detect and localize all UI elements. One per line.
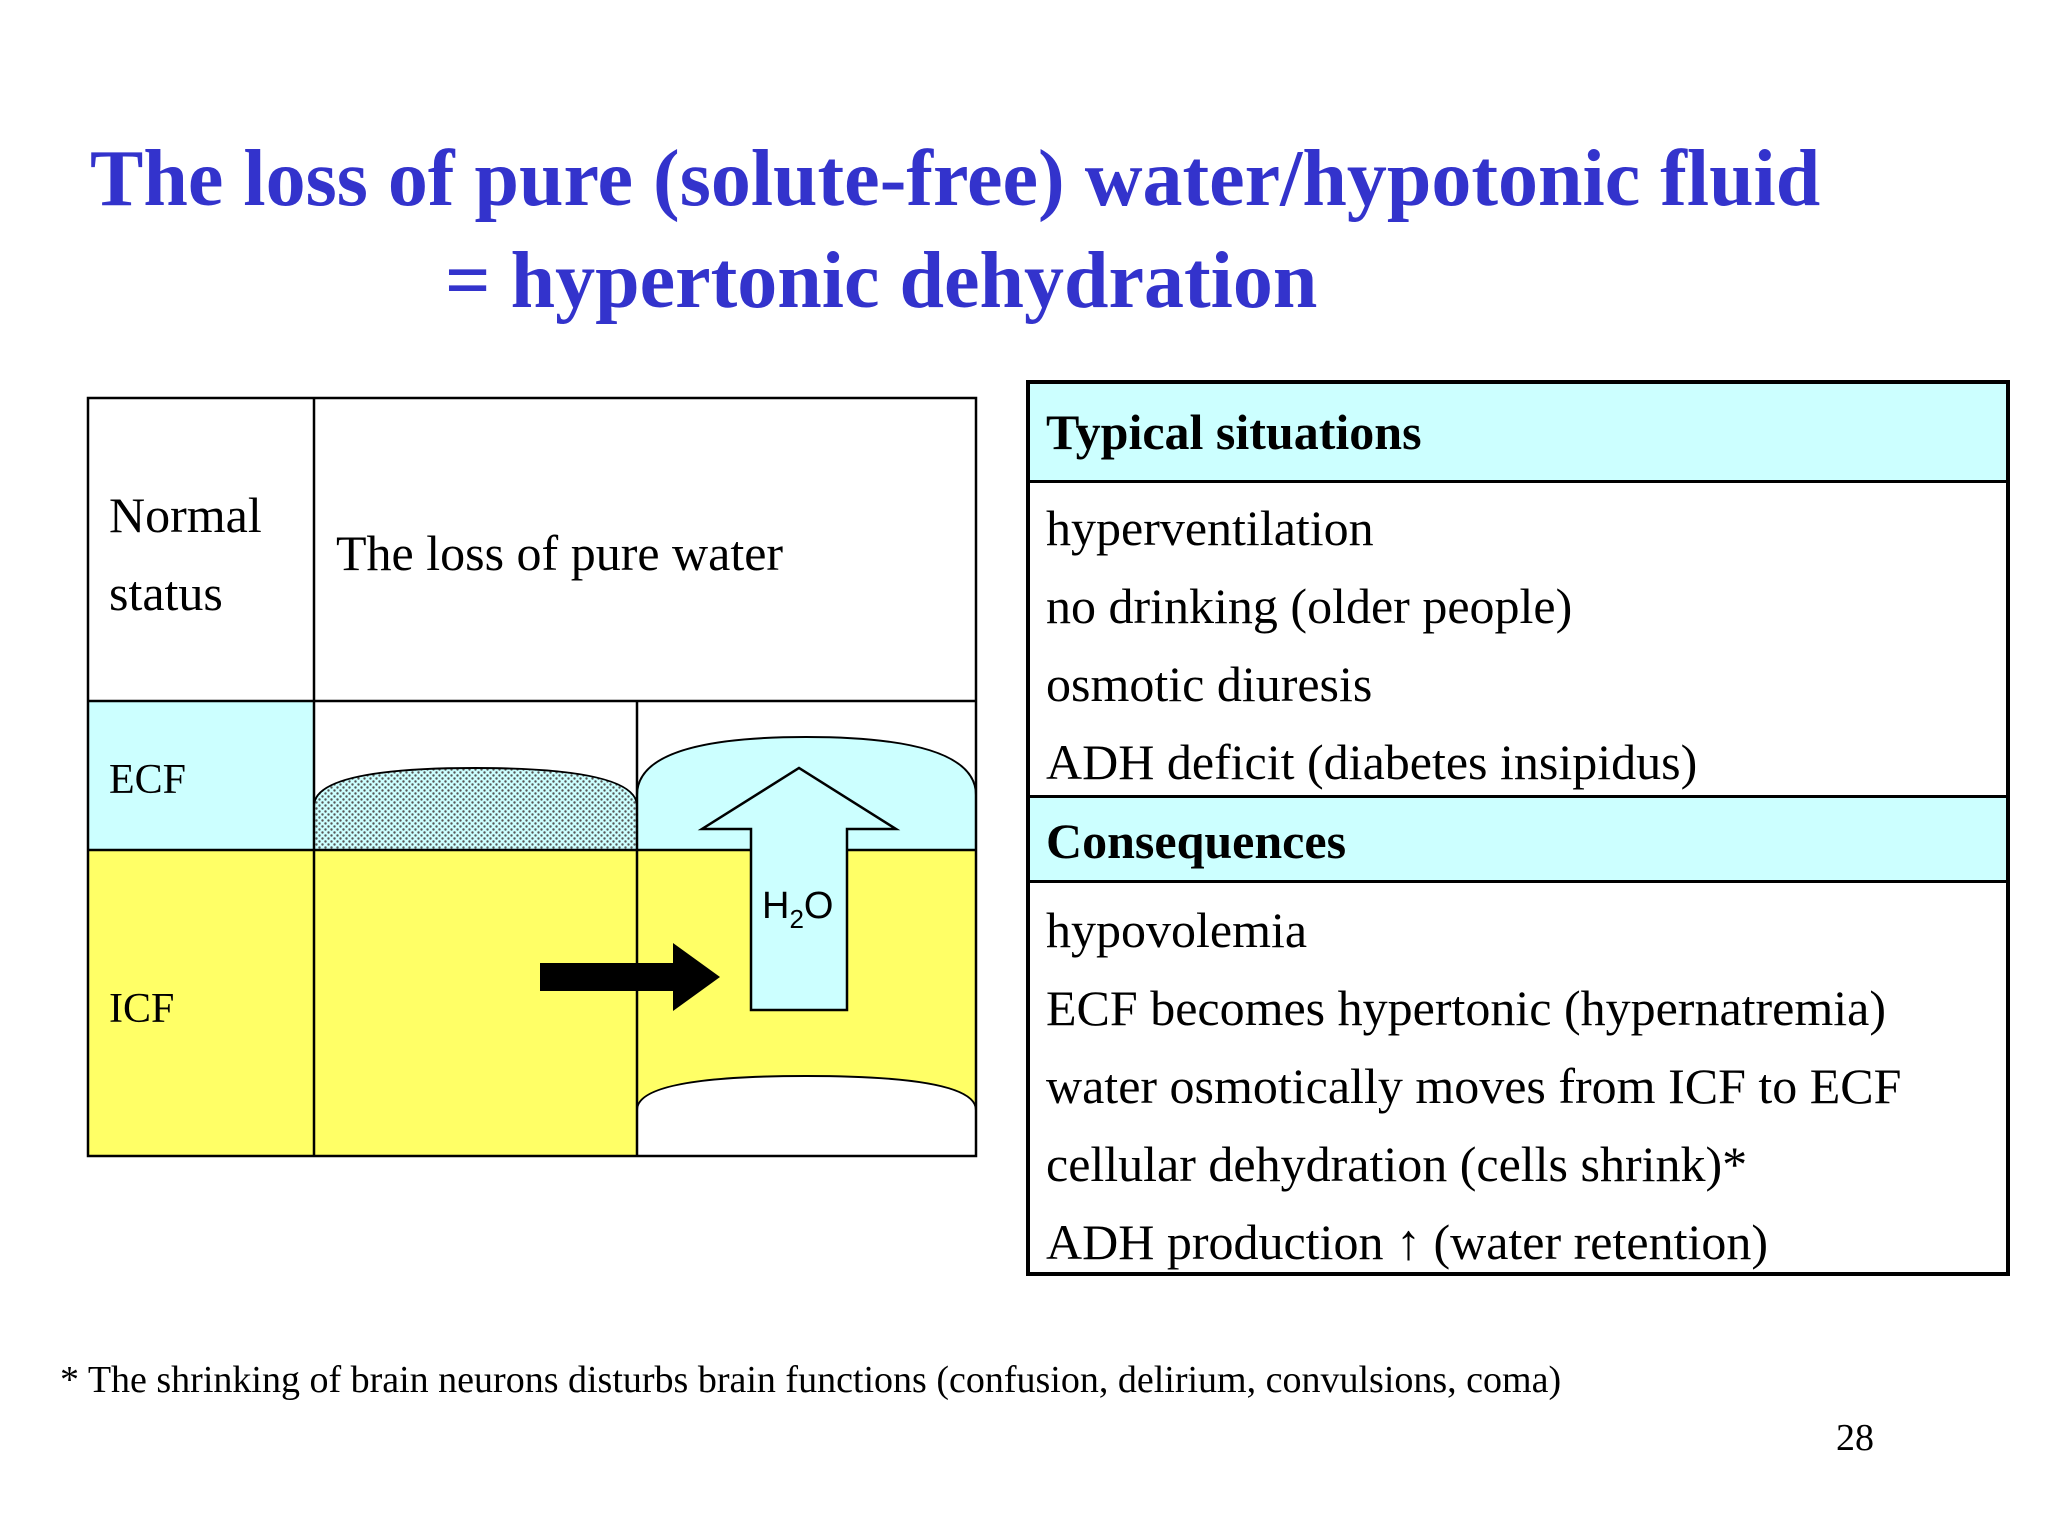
ecf-label: ECF xyxy=(109,757,186,803)
list-item: no drinking (older people) xyxy=(1046,578,1573,634)
loss-of-pure-water-label: The loss of pure water xyxy=(336,525,783,581)
page-number: 28 xyxy=(1836,1417,1874,1459)
list-item: ECF becomes hypertonic (hypernatremia) xyxy=(1046,980,1886,1036)
normal-status-line-2: status xyxy=(109,565,223,621)
h2o-subscript: 2 xyxy=(789,904,803,934)
footnote: * The shrinking of brain neurons disturb… xyxy=(60,1359,1562,1401)
ecf-reduced-dome xyxy=(313,766,638,851)
list-item: ADH production ↑ (water retention) xyxy=(1046,1214,1768,1270)
icf-to-ecf-arrow xyxy=(540,943,720,1011)
h2o-h: H xyxy=(762,885,789,927)
h2o-o: O xyxy=(804,885,834,927)
typical-situations-heading: Typical situations xyxy=(1030,384,2006,483)
typical-situations-list: hyperventilation no drinking (older peop… xyxy=(1030,483,2006,795)
slide-title: The loss of pure (solute-free) water/hyp… xyxy=(90,128,1950,332)
list-item: water osmotically moves from ICF to ECF xyxy=(1046,1058,1902,1114)
title-line-1: The loss of pure (solute-free) water/hyp… xyxy=(90,135,1821,223)
header-row-background xyxy=(88,398,976,701)
list-item: ADH deficit (diabetes insipidus) xyxy=(1046,734,1698,790)
list-item: hypovolemia xyxy=(1046,902,1308,958)
title-line-2: = hypertonic dehydration xyxy=(445,237,1318,325)
icf-label-cell xyxy=(88,850,314,1156)
normal-status-line-1: Normal xyxy=(109,487,262,543)
situations-consequences-table: Typical situations hyperventilation no d… xyxy=(1026,380,2010,1276)
consequences-list: hypovolemia ECF becomes hypertonic (hype… xyxy=(1030,883,2006,1281)
h2o-up-arrow xyxy=(697,766,901,1012)
list-item: hyperventilation xyxy=(1046,500,1374,556)
list-item: osmotic diuresis xyxy=(1046,656,1373,712)
icf-shrunk-cell xyxy=(314,850,637,1156)
h2o-label: H2O xyxy=(762,885,833,934)
list-item: cellular dehydration (cells shrink)* xyxy=(1046,1136,1748,1192)
ecf-label-cell xyxy=(88,701,314,850)
consequences-heading: Consequences xyxy=(1030,795,2006,883)
icf-loss-cap xyxy=(636,1074,977,1157)
icf-label: ICF xyxy=(109,986,174,1032)
diagram-frame xyxy=(86,396,978,1158)
